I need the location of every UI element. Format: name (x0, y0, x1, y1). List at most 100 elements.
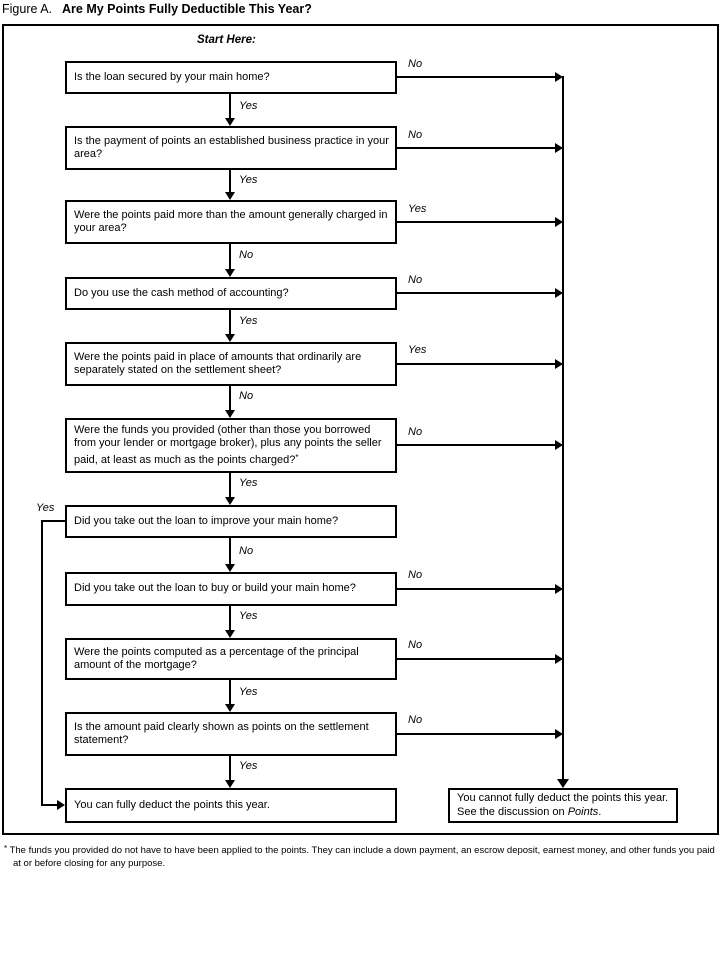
down-connector-7 (229, 538, 231, 564)
down-label-1: Yes (239, 100, 258, 112)
points-shown-statement-box: Is the amount paid clearly shown as poin… (65, 712, 397, 756)
separately-stated-text: Were the points paid in place of amounts… (74, 350, 362, 377)
loan-improve-home-box: Did you take out the loan to improve you… (65, 505, 397, 538)
right-arrow-head-2 (555, 143, 563, 153)
right-label-2: No (408, 129, 423, 141)
right-label-3: Yes (408, 203, 427, 215)
down-connector-10 (229, 756, 231, 780)
figure-title: Figure A. Are My Points Fully Deductible … (2, 2, 312, 16)
down-connector-8 (229, 606, 231, 630)
right-arrow-head-1 (555, 72, 563, 82)
trunk-line (562, 76, 564, 779)
down-label-5: No (239, 390, 254, 402)
points-amount-charged-box: Were the points paid more than the amoun… (65, 200, 397, 244)
cash-method-text: Do you use the cash method of accounting… (74, 286, 289, 299)
business-practice-text: Is the payment of points an established … (74, 134, 389, 161)
business-practice-box: Is the payment of points an established … (65, 126, 397, 170)
right-label-8: No (408, 569, 423, 581)
down-connector-2 (229, 170, 231, 192)
loan-secured-text: Is the loan secured by your main home? (74, 70, 270, 83)
left-branch-bottom-line (41, 804, 57, 806)
down-label-7: No (239, 545, 254, 557)
right-label-6: No (408, 426, 423, 438)
down-label-2: Yes (239, 174, 258, 186)
right-label-1: No (408, 58, 423, 70)
left-branch-arrow-head (57, 800, 65, 810)
right-arrow-head-6 (555, 440, 563, 450)
cannot-deduct-post: . (598, 805, 602, 818)
points-percentage-box: Were the points computed as a percentage… (65, 638, 397, 680)
cannot-deduct-box: You cannot fully deduct the points this … (448, 788, 678, 823)
down-arrow-head-9 (225, 704, 235, 712)
funds-provided-main-text: Were the funds you provided (other than … (74, 423, 382, 466)
right-connector-10 (397, 733, 555, 735)
down-connector-6 (229, 473, 231, 497)
down-connector-4 (229, 310, 231, 334)
left-branch-line (41, 520, 43, 806)
right-connector-6 (397, 444, 555, 446)
cannot-deduct-text: You cannot fully deduct the points this … (457, 792, 672, 819)
points-shown-statement-text: Is the amount paid clearly shown as poin… (74, 720, 369, 747)
down-connector-3 (229, 244, 231, 269)
loan-secured-box: Is the loan secured by your main home? (65, 61, 397, 94)
right-arrow-head-9 (555, 654, 563, 664)
right-arrow-head-5 (555, 359, 563, 369)
cannot-deduct-pre: You cannot fully deduct the points this … (457, 792, 669, 818)
points-amount-charged-text: Were the points paid more than the amoun… (74, 208, 388, 235)
right-arrow-head-3 (555, 217, 563, 227)
down-label-4: Yes (239, 315, 258, 327)
right-arrow-head-8 (555, 584, 563, 594)
down-connector-9 (229, 680, 231, 704)
figure-title-prefix: Figure A. (2, 2, 53, 16)
cannot-deduct-italic-ref: Points (567, 805, 599, 818)
left-branch-label: Yes (36, 502, 55, 514)
down-arrow-head-7 (225, 564, 235, 572)
down-arrow-head-4 (225, 334, 235, 342)
down-label-9: Yes (239, 686, 258, 698)
funds-provided-text: Were the funds you provided (other than … (74, 424, 391, 468)
can-deduct-text: You can fully deduct the points this yea… (74, 798, 270, 811)
right-label-9: No (408, 639, 423, 651)
footnote-marker: * (4, 844, 8, 853)
down-arrow-head-8 (225, 630, 235, 638)
right-connector-5 (397, 363, 555, 365)
right-connector-9 (397, 658, 555, 660)
down-arrow-head-10 (225, 780, 235, 788)
footnote-text: The funds you provided do not have to ha… (9, 845, 715, 869)
down-label-6: Yes (239, 477, 258, 489)
down-arrow-head-2 (225, 192, 235, 200)
right-connector-3 (397, 221, 555, 223)
right-label-5: Yes (408, 344, 427, 356)
right-connector-8 (397, 588, 555, 590)
start-here-label: Start Here: (197, 34, 256, 46)
down-label-10: Yes (239, 760, 258, 772)
down-label-3: No (239, 249, 254, 261)
down-connector-1 (229, 94, 231, 118)
separately-stated-box: Were the points paid in place of amounts… (65, 342, 397, 386)
footnote: * The funds you provided do not have to … (4, 843, 721, 870)
down-arrow-head-6 (225, 497, 235, 505)
right-connector-1 (397, 76, 555, 78)
loan-buy-build-text: Did you take out the loan to buy or buil… (74, 582, 356, 595)
down-arrow-head-5 (225, 410, 235, 418)
right-connector-2 (397, 147, 555, 149)
figure-title-main: Are My Points Fully Deductible This Year… (62, 2, 312, 16)
cash-method-box: Do you use the cash method of accounting… (65, 277, 397, 310)
right-label-10: No (408, 714, 423, 726)
right-label-4: No (408, 274, 423, 286)
loan-buy-build-box: Did you take out the loan to buy or buil… (65, 572, 397, 606)
right-connector-4 (397, 292, 555, 294)
funds-provided-box: Were the funds you provided (other than … (65, 418, 397, 473)
funds-provided-footnote-marker: * (295, 452, 299, 462)
points-percentage-text: Were the points computed as a percentage… (74, 645, 359, 672)
right-arrow-head-4 (555, 288, 563, 298)
down-arrow-head-1 (225, 118, 235, 126)
right-arrow-head-10 (555, 729, 563, 739)
down-label-8: Yes (239, 610, 258, 622)
down-connector-5 (229, 386, 231, 410)
can-deduct-box: You can fully deduct the points this yea… (65, 788, 397, 823)
trunk-arrow-head (557, 779, 569, 788)
loan-improve-home-text: Did you take out the loan to improve you… (74, 514, 339, 527)
down-arrow-head-3 (225, 269, 235, 277)
